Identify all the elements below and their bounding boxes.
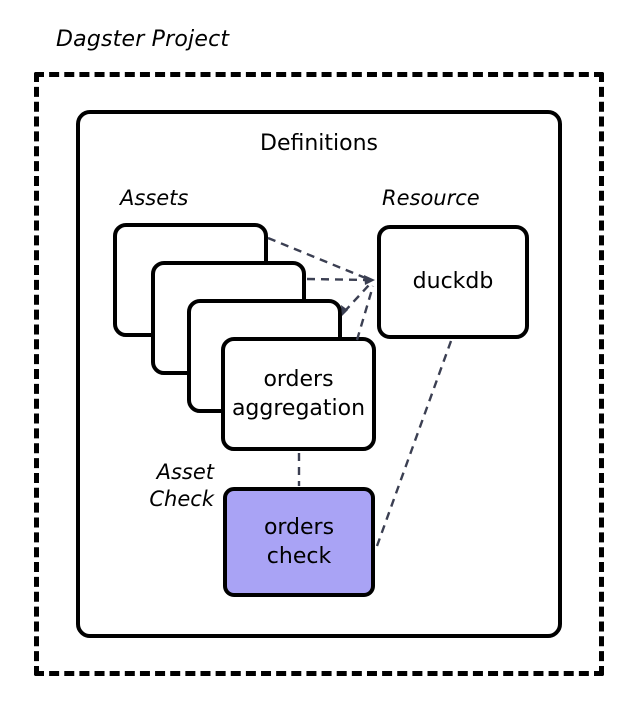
resource-node-duckdb[interactable]: duckdb [377, 225, 529, 339]
asset-node-label-line1: orders [263, 366, 334, 392]
dagster-project-boundary [34, 72, 604, 676]
asset-check-node-orders-check[interactable]: orders check [223, 487, 375, 597]
definitions-label: Definitions [260, 131, 378, 156]
asset-check-node-label-line2: check [266, 544, 332, 569]
asset-check-group-label: Asset Check [132, 459, 214, 513]
asset-check-node-label-line1: orders [263, 514, 335, 540]
resource-node-label: duckdb [412, 269, 494, 295]
asset-node-orders-aggregation[interactable]: orders aggregation [221, 337, 376, 451]
page-title: Dagster Project [56, 27, 230, 52]
assets-group-label: Assets [120, 186, 189, 210]
asset-node-label-line2: aggregation [231, 396, 366, 421]
resource-group-label: Resource [382, 186, 480, 210]
asset-check-group-label-line1: Asset [156, 460, 214, 484]
asset-check-group-label-line2: Check [149, 486, 214, 511]
